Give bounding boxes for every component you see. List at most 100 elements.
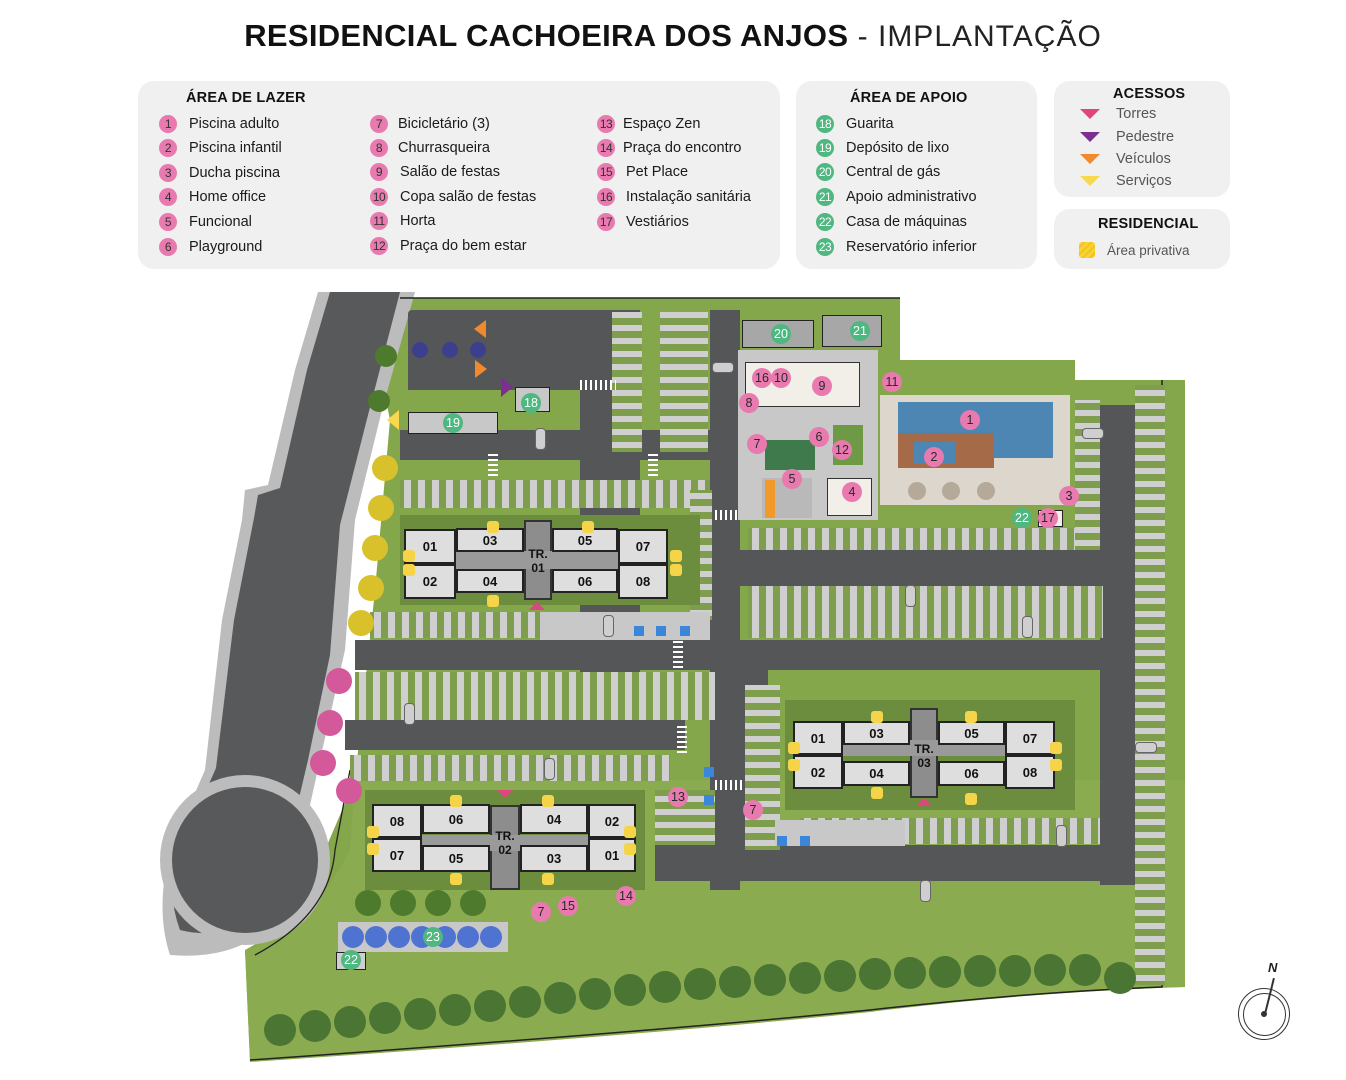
legend-label: Home office	[189, 189, 267, 205]
private-area-icon	[871, 787, 883, 799]
legend-label: Serviços	[1116, 173, 1172, 189]
triangle-pedestre-icon	[1080, 132, 1100, 142]
map-marker-22[interactable]: 22	[341, 950, 361, 970]
legend-label: Bicicletário (3)	[398, 116, 490, 132]
marker-14-icon: 14	[597, 139, 615, 157]
car-icon	[544, 758, 555, 780]
pedestrian-access-icon	[501, 377, 513, 397]
playground-area	[765, 440, 815, 470]
water-tank-icon	[342, 926, 364, 948]
map-marker-2[interactable]: 2	[924, 447, 944, 467]
legend-label: Piscina adulto	[189, 116, 280, 132]
map-marker-7[interactable]: 7	[747, 434, 767, 454]
crosswalk	[580, 380, 616, 390]
legend-label: Guarita	[846, 116, 894, 132]
legend-label: Copa salão de festas	[400, 189, 537, 205]
parking-middle	[355, 672, 715, 720]
private-area-icon	[871, 711, 883, 723]
flowering-tree-icon	[336, 778, 362, 804]
private-area-icon	[487, 595, 499, 607]
car-icon	[905, 585, 916, 607]
map-marker-9[interactable]: 9	[812, 376, 832, 396]
map-marker-7[interactable]: 7	[743, 800, 763, 820]
north-compass-icon	[1238, 977, 1290, 1040]
parking-paved-tower3	[775, 820, 905, 846]
map-marker-19[interactable]: 19	[443, 413, 463, 433]
vehicle-access-icon	[475, 360, 487, 378]
map-marker-14[interactable]: 14	[616, 886, 636, 906]
marker-3-icon: 3	[159, 164, 177, 182]
private-area-icon	[582, 521, 594, 533]
site-plan-map: 01 02 03 04 05 06 07 08 TR.01 08 07 06 0…	[150, 290, 1185, 1070]
tree-icon	[460, 890, 486, 916]
legend-item-pedestre: Pedestre	[1080, 127, 1174, 147]
service-access-icon	[387, 410, 399, 430]
tower-01-corridor	[456, 551, 636, 569]
private-area-icon	[542, 873, 554, 885]
flowering-tree-icon	[326, 668, 352, 694]
tower-02-unit-08: 08	[372, 804, 422, 838]
private-area-icon	[1050, 759, 1062, 771]
legend-label: Pedestre	[1116, 129, 1175, 145]
tower-03-unit-01: 01	[793, 721, 843, 755]
legend-label: Horta	[400, 213, 436, 229]
map-marker-4[interactable]: 4	[842, 482, 862, 502]
map-marker-8[interactable]: 8	[739, 393, 759, 413]
map-marker-12[interactable]: 12	[832, 440, 852, 460]
private-area-icon	[542, 795, 554, 807]
map-marker-17[interactable]: 17	[1038, 508, 1058, 528]
flowering-tree-icon	[368, 495, 394, 521]
legend-label: Ducha piscina	[189, 165, 281, 181]
accessible-parking-icon	[704, 795, 714, 805]
tower-03-unit-07: 07	[1005, 721, 1055, 755]
marker-2-icon: 2	[159, 139, 177, 157]
parking-north-a	[400, 480, 710, 508]
map-marker-18[interactable]: 18	[521, 393, 541, 413]
title-main: RESIDENCIAL CACHOEIRA DOS ANJOS	[244, 18, 849, 53]
private-area-icon	[367, 843, 379, 855]
flowering-tree-icon	[358, 575, 384, 601]
legend-label: Veículos	[1116, 151, 1171, 167]
title-sub: IMPLANTAÇÃO	[877, 20, 1102, 53]
parking-far-east	[1135, 385, 1165, 985]
shrub-icon	[442, 342, 458, 358]
map-marker-23[interactable]: 23	[423, 927, 443, 947]
legend-label: Pet Place	[626, 164, 689, 180]
legend-item-area-privativa: Área privativa	[1079, 240, 1190, 260]
map-marker-20[interactable]: 20	[771, 324, 791, 344]
flowering-tree-icon	[348, 610, 374, 636]
accessible-parking-icon	[680, 626, 690, 636]
marker-20-icon: 20	[816, 163, 834, 181]
map-marker-22[interactable]: 22	[1012, 508, 1032, 528]
legend-label: Central de gás	[846, 164, 941, 180]
map-marker-5[interactable]: 5	[782, 469, 802, 489]
tower-03-unit-08: 08	[1005, 755, 1055, 789]
parking-vertical-d	[745, 685, 780, 850]
map-marker-10[interactable]: 10	[771, 368, 791, 388]
map-marker-13[interactable]: 13	[668, 787, 688, 807]
legend-label: Playground	[189, 239, 263, 255]
car-icon	[404, 703, 415, 725]
map-marker-7[interactable]: 7	[531, 902, 551, 922]
compass-north-label: N	[1268, 960, 1278, 975]
tower-03-unit-05: 05	[938, 721, 1005, 745]
map-marker-21[interactable]: 21	[850, 321, 870, 341]
map-marker-16[interactable]: 16	[752, 368, 772, 388]
shrub-icon	[470, 342, 486, 358]
map-marker-11[interactable]: 11	[882, 372, 902, 392]
area-privativa-swatch-icon	[1079, 242, 1095, 258]
map-marker-15[interactable]: 15	[558, 896, 578, 916]
parking-middle-2	[350, 755, 670, 781]
tree-icon	[368, 390, 390, 412]
map-marker-3[interactable]: 3	[1059, 486, 1079, 506]
map-marker-1[interactable]: 1	[960, 410, 980, 430]
map-marker-6[interactable]: 6	[809, 427, 829, 447]
